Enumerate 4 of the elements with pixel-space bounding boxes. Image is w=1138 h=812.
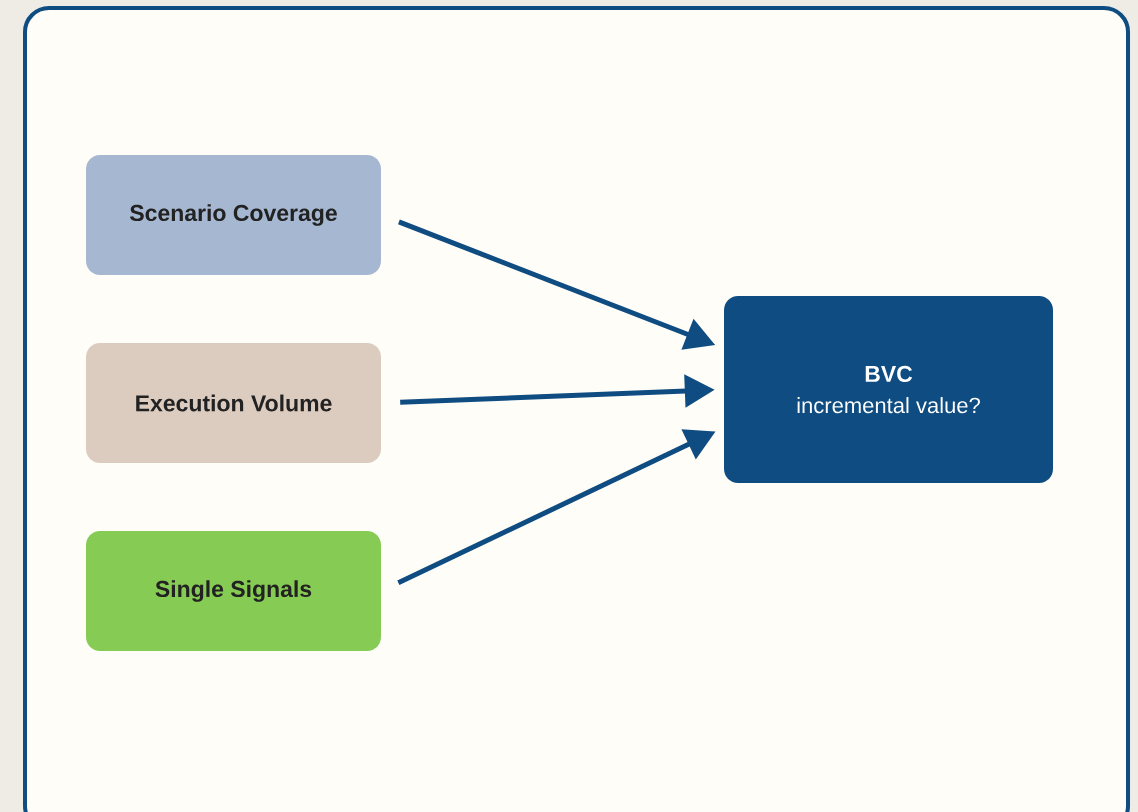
- input-box: Scenario Coverage: [86, 155, 381, 275]
- result-box: BVC incremental value?: [724, 296, 1053, 483]
- input-box: Execution Volume: [86, 343, 381, 463]
- input-box: Single Signals: [86, 531, 381, 651]
